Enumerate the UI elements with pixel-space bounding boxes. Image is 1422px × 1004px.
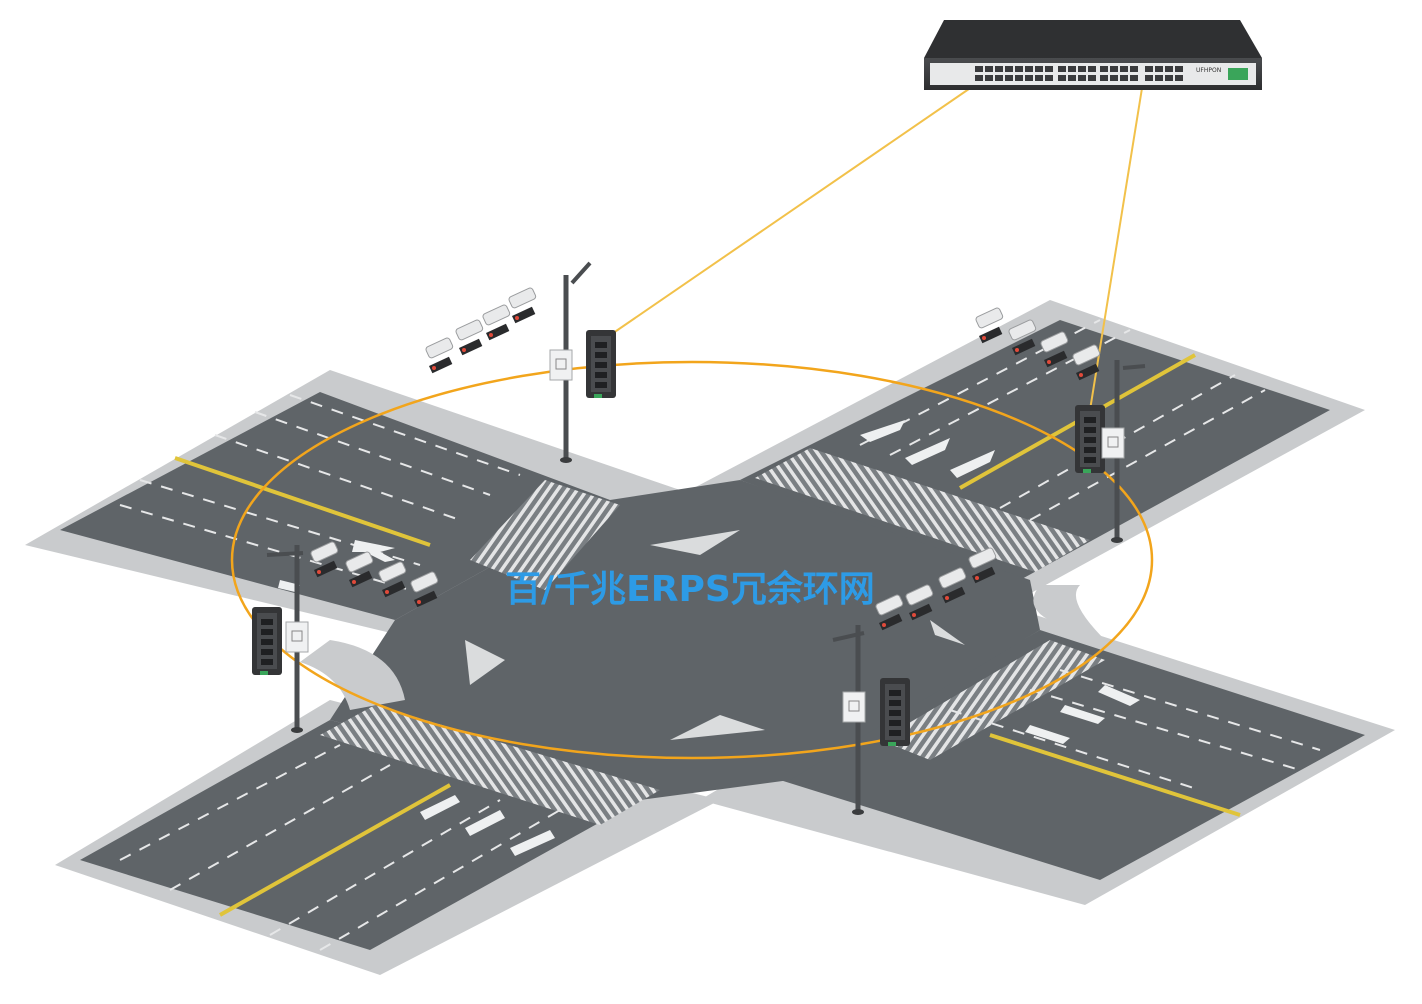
camera-icon xyxy=(410,571,439,593)
signal-pole-north-west xyxy=(425,261,616,463)
industrial-switch-icon xyxy=(252,607,282,675)
traffic-light-icon xyxy=(485,323,510,341)
traffic-light-icon xyxy=(348,570,373,588)
center-line-east-lower xyxy=(989,733,1241,817)
traffic-light-icon xyxy=(879,613,903,631)
camera-icon xyxy=(508,287,537,309)
traffic-light-icon xyxy=(1076,363,1100,381)
industrial-switch-icon xyxy=(1075,405,1105,473)
center-line-west-lower xyxy=(219,783,451,917)
camera-icon xyxy=(1040,331,1069,353)
switch-brand-label: UFHPON xyxy=(1196,67,1221,74)
traffic-light-icon xyxy=(414,590,438,608)
camera-icon xyxy=(875,594,904,616)
uplink-line-left xyxy=(602,79,983,341)
camera-icon xyxy=(938,567,967,589)
camera-icon xyxy=(968,547,997,569)
traffic-light-icon xyxy=(1011,338,1036,356)
camera-icon xyxy=(455,319,484,341)
corner-island-east xyxy=(1033,585,1105,640)
chevron-islands xyxy=(465,530,965,740)
traffic-light-icon xyxy=(458,338,483,356)
crosswalk-east xyxy=(880,640,1105,760)
camera-icon xyxy=(1072,344,1101,366)
ring-label: 百/千兆ERPS冗余环网 xyxy=(505,569,875,610)
traffic-light-icon xyxy=(971,566,996,584)
signal-pole-south-west xyxy=(252,541,439,733)
camera-icon xyxy=(482,304,511,326)
traffic-light-icon xyxy=(1044,350,1068,368)
signal-pole-south-east xyxy=(832,547,997,815)
crosswalk-north xyxy=(755,448,1090,572)
junction-box-icon xyxy=(549,349,573,381)
crosswalk-south xyxy=(320,705,660,825)
industrial-switch-icon xyxy=(880,678,910,746)
arrow-marking-icon xyxy=(278,420,1140,856)
camera-icon xyxy=(1008,319,1037,341)
signal-pole-north-east xyxy=(975,307,1146,543)
traffic-light-icon xyxy=(941,586,966,604)
crosswalk-west xyxy=(470,480,620,590)
junction-box-icon xyxy=(1101,427,1125,459)
road-east-lower xyxy=(780,630,1365,880)
traffic-light-icon xyxy=(909,603,933,621)
camera-icon xyxy=(425,337,454,359)
junction-box-icon xyxy=(285,621,309,653)
camera-icon xyxy=(345,551,374,573)
corner-island-west xyxy=(300,640,405,710)
traffic-light-icon xyxy=(429,356,453,374)
traffic-light-icon xyxy=(314,560,338,578)
core-switch-icon: UFHPON xyxy=(924,20,1262,90)
traffic-light-icon xyxy=(382,580,406,598)
camera-icon xyxy=(905,584,934,606)
camera-icon xyxy=(310,541,339,563)
center-line-west xyxy=(174,456,431,547)
traffic-light-icon xyxy=(978,326,1003,344)
road-network xyxy=(25,300,1395,975)
camera-icon xyxy=(975,307,1004,329)
industrial-switch-icon xyxy=(586,330,616,398)
road-west xyxy=(60,392,610,620)
erps-ring xyxy=(230,360,1154,760)
camera-icon xyxy=(378,561,407,583)
junction-box-icon xyxy=(842,691,866,723)
traffic-light-icon xyxy=(512,306,536,324)
